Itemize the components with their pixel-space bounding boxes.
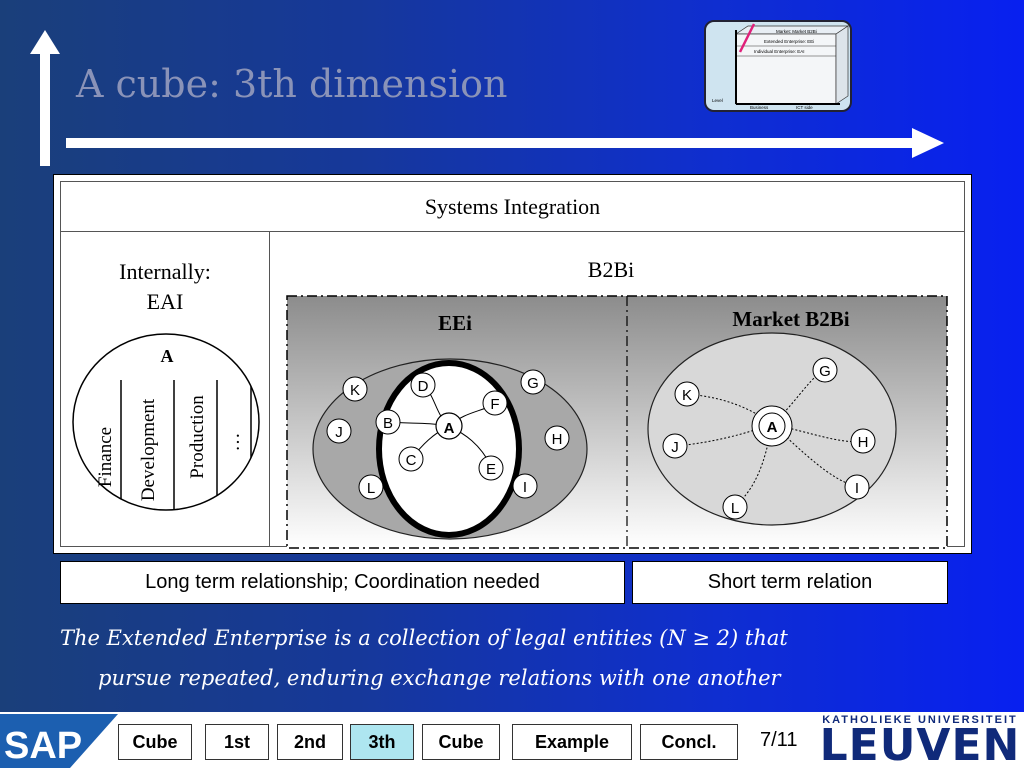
thumb-y-label: Level [712, 98, 723, 103]
page-number: 7/11 [760, 729, 798, 751]
b2bi-border [286, 295, 948, 549]
sap-logo-icon: SAP [0, 714, 118, 768]
eai-center-node: A [161, 346, 174, 366]
internal-label-line1: Internally: [119, 259, 211, 284]
market-node-j [662, 433, 688, 459]
nav-cube-2-button[interactable]: Cube [422, 724, 500, 760]
eei-node-j [326, 418, 352, 444]
eai-column-ellipsis: … [223, 433, 244, 452]
market-title: Market B2Bi [732, 307, 849, 331]
thumb-line-3: Individual Enterprise: EAI [754, 49, 805, 54]
eei-title: EEi [438, 311, 472, 335]
eai-diagram: A Finance Development Production … [72, 333, 260, 511]
nav-example-button[interactable]: Example [512, 724, 632, 760]
university-logo-leuven: LEUVEN [819, 720, 1021, 768]
eei-node-i-label: I [523, 479, 527, 496]
market-node-h-label: H [858, 434, 869, 451]
eei-node-e-label: E [486, 461, 496, 478]
panel-frame: Systems Integration Internally: EAI B2Bi… [60, 181, 965, 549]
b2bi-label: B2Bi [587, 257, 635, 282]
panel-header: Systems Integration [61, 182, 964, 232]
thumb-line-1: Market: Market B2Bi [776, 29, 817, 34]
market-node-a [758, 412, 786, 440]
market-node-g-label: G [819, 363, 831, 380]
eei-node-k [342, 376, 368, 402]
market-node-g [812, 357, 838, 383]
eei-node-g-label: G [527, 375, 539, 392]
cube-thumbnail-icon: Market: Market B2Bi Extended Enterprise:… [712, 23, 850, 110]
eai-column-finance: Finance [95, 427, 116, 487]
vertical-arrow-icon [30, 30, 60, 166]
eei-node-l [358, 474, 384, 500]
panel-divider [269, 232, 270, 546]
market-node-k-label: K [682, 387, 692, 404]
systems-integration-panel: Systems Integration Internally: EAI B2Bi… [53, 174, 972, 554]
sap-logo-text: SAP [4, 725, 82, 767]
market-nodes: A K J L G H I [662, 357, 876, 520]
market-node-l [722, 494, 748, 520]
eei-node-d [410, 372, 436, 398]
definition-line-1: The Extended Enterprise is a collection … [60, 626, 788, 650]
slide-title: A cube: 3th dimension [76, 62, 508, 106]
eei-node-g [520, 369, 546, 395]
eei-node-j-label: J [335, 424, 343, 441]
eei-node-a [435, 412, 463, 440]
eai-column-development: Development [138, 398, 159, 501]
nav-1st-button[interactable]: 1st [205, 724, 269, 760]
market-node-j-label: J [671, 439, 679, 456]
eei-node-a-label: A [444, 420, 455, 437]
eei-node-b [375, 409, 401, 435]
eai-circle [72, 333, 260, 511]
horizontal-arrow-icon [66, 128, 944, 158]
market-node-i [844, 474, 870, 500]
eei-node-f [482, 390, 508, 416]
eei-node-f-label: F [490, 396, 499, 413]
nav-cube-button[interactable]: Cube [118, 724, 192, 760]
market-node-a-label: A [767, 419, 778, 436]
market-node-i-label: I [855, 480, 859, 497]
market-node-l-label: L [731, 500, 739, 517]
definition-line-2: pursue repeated, enduring exchange relat… [98, 666, 781, 690]
eei-node-l-label: L [367, 480, 375, 497]
nav-concl-button[interactable]: Concl. [640, 724, 738, 760]
eei-node-h [544, 425, 570, 451]
eei-node-k-label: K [350, 382, 360, 399]
thumb-x-label-2: ICT side [796, 105, 813, 110]
market-node-h [850, 428, 876, 454]
market-node-k [674, 381, 700, 407]
internal-eai-label: Internally: EAI [91, 257, 239, 317]
eai-column-production: Production [187, 395, 208, 479]
extended-enterprise-definition: The Extended Enterprise is a collection … [60, 618, 960, 698]
long-term-caption: Long term relationship; Coordination nee… [60, 561, 625, 604]
eei-node-d-label: D [418, 378, 429, 395]
internal-label-line2: EAI [146, 289, 184, 314]
nav-2nd-button[interactable]: 2nd [277, 724, 343, 760]
eei-node-i [512, 473, 538, 499]
b2bi-diagram: EEi A B C D E F [286, 295, 948, 549]
eei-nodes: A B C D E F K J L G H [326, 369, 570, 500]
thumb-x-label-1: Business [750, 105, 769, 110]
university-name-small: KATHOLIEKE UNIVERSITEIT [822, 714, 1018, 726]
cube-thumbnail: Market: Market B2Bi Extended Enterprise:… [704, 20, 852, 112]
eei-node-e [478, 455, 504, 481]
eei-inner-circle [376, 360, 522, 538]
thumb-line-2: Extended Enterprise: EEi [764, 39, 814, 44]
short-term-caption: Short term relation [632, 561, 948, 604]
eei-node-c-label: C [406, 452, 417, 469]
nav-3th-button[interactable]: 3th [350, 724, 414, 760]
eei-node-h-label: H [552, 431, 563, 448]
eei-node-b-label: B [383, 415, 393, 432]
eei-node-c [398, 446, 424, 472]
